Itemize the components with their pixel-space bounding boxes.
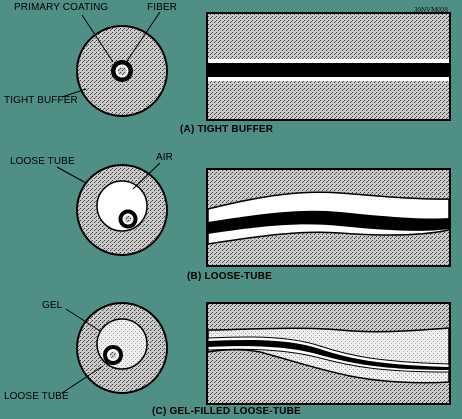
tight-buffer-side-view [206,12,451,121]
label-gel: GEL [42,300,63,311]
caption-gel-filled-loose-tube: (C) GEL-FILLED LOOSE-TUBE [152,406,301,417]
label-air: AIR [156,152,173,163]
gel-filled-cross-section [76,302,168,394]
loose-tube-cross-section [76,164,168,256]
caption-tight-buffer: (A) TIGHT BUFFER [180,124,274,135]
label-primary-coating: PRIMARY COATING [14,2,109,13]
label-tight-buffer: TIGHT BUFFER [4,95,78,106]
caption-loose-tube: (B) LOOSE-TUBE [187,271,273,282]
tight-buffer-cross-section [76,25,168,117]
figure-code: 30NVM028 [414,6,448,14]
label-loose-tube-c: LOOSE TUBE [4,391,69,402]
loose-tube-side-view [206,168,451,267]
gel-filled-leaders [61,308,104,394]
gel-filled-side-view [206,302,451,405]
tight-buffer-leaders [61,11,161,98]
label-fiber: FIBER [147,2,177,13]
loose-tube-leaders [56,162,161,190]
label-loose-tube-b: LOOSE TUBE [10,156,75,167]
